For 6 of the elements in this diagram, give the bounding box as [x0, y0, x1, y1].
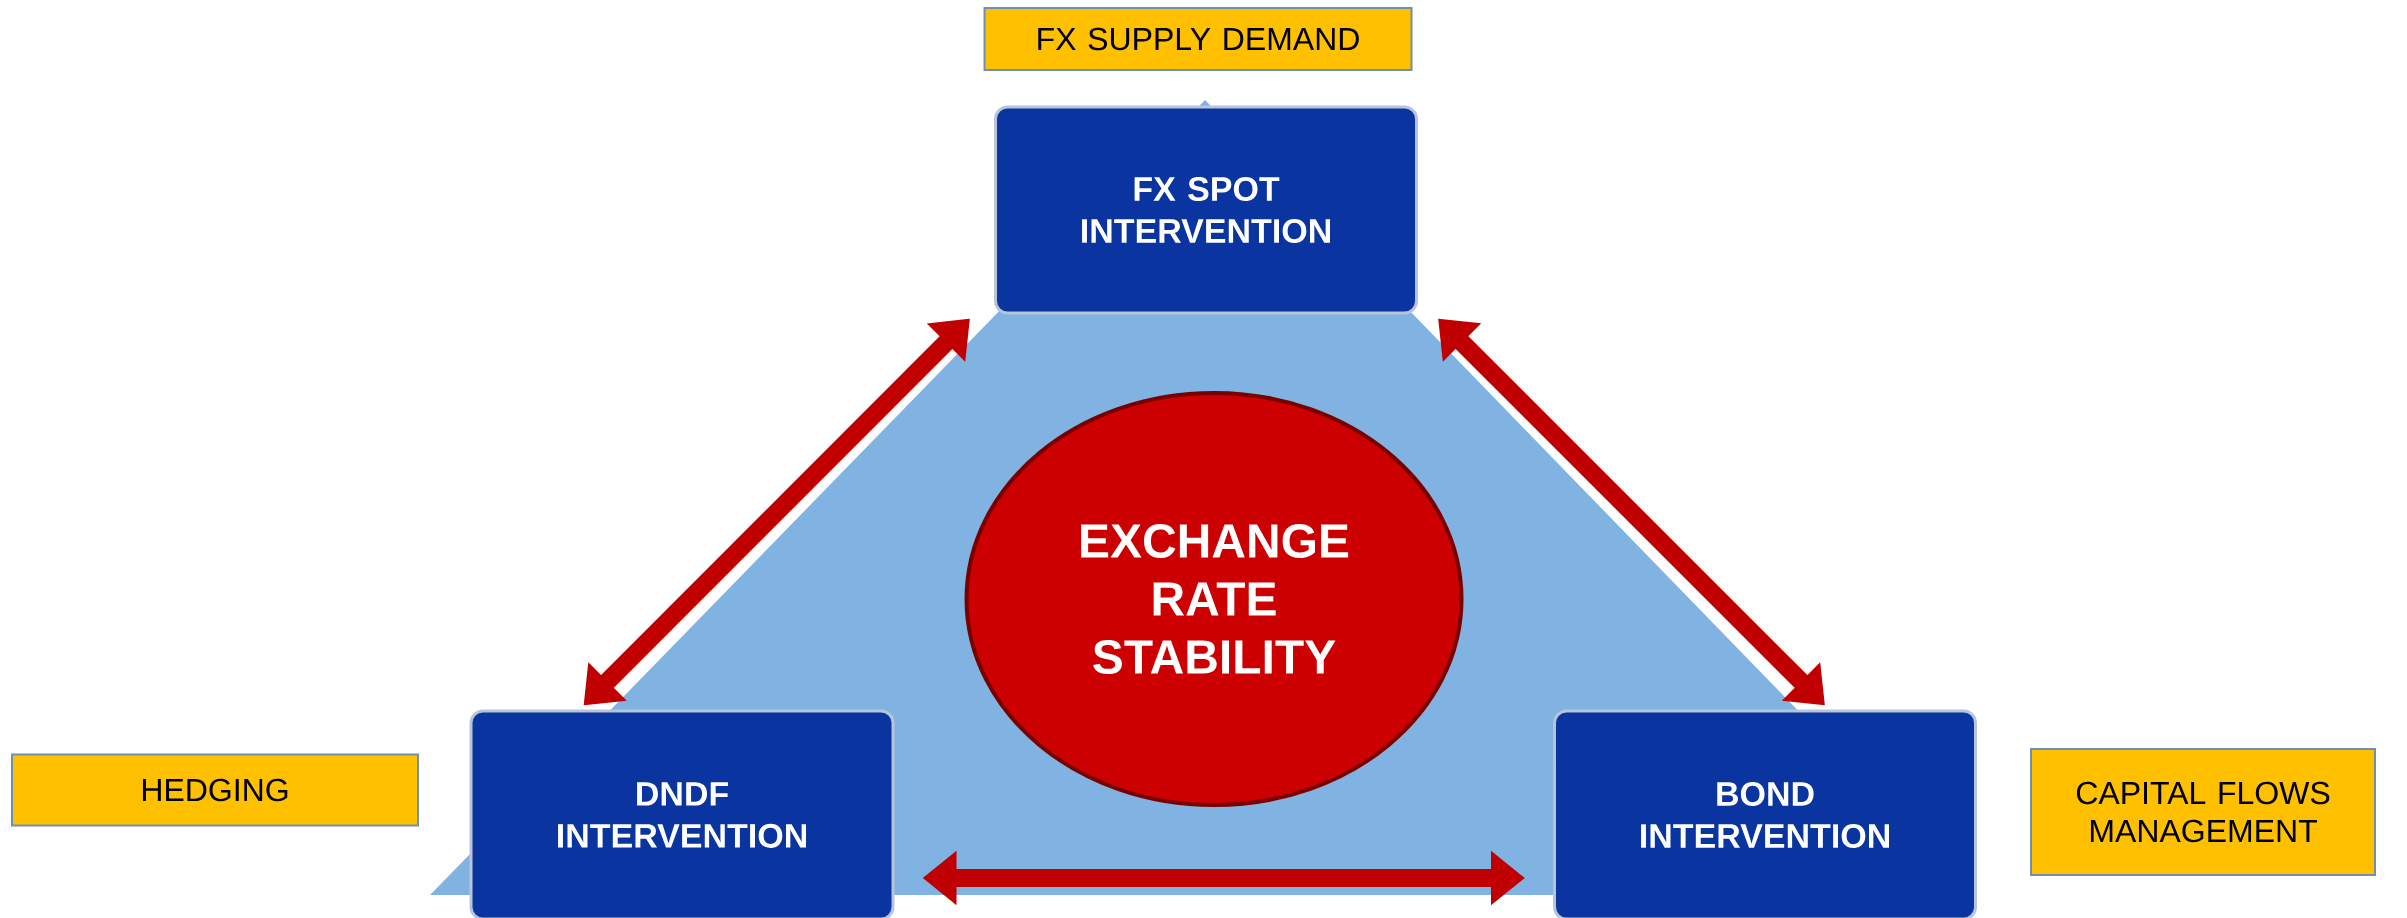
label-box: FX SUPPLY DEMAND: [983, 7, 1413, 71]
process-box: FX SPOT INTERVENTION: [994, 105, 1418, 315]
label-box: CAPITAL FLOWS MANAGEMENT: [2030, 748, 2376, 876]
process-box: BOND INTERVENTION: [1553, 709, 1977, 918]
label-box: HEDGING: [11, 753, 419, 827]
process-box: DNDF INTERVENTION: [469, 709, 895, 918]
